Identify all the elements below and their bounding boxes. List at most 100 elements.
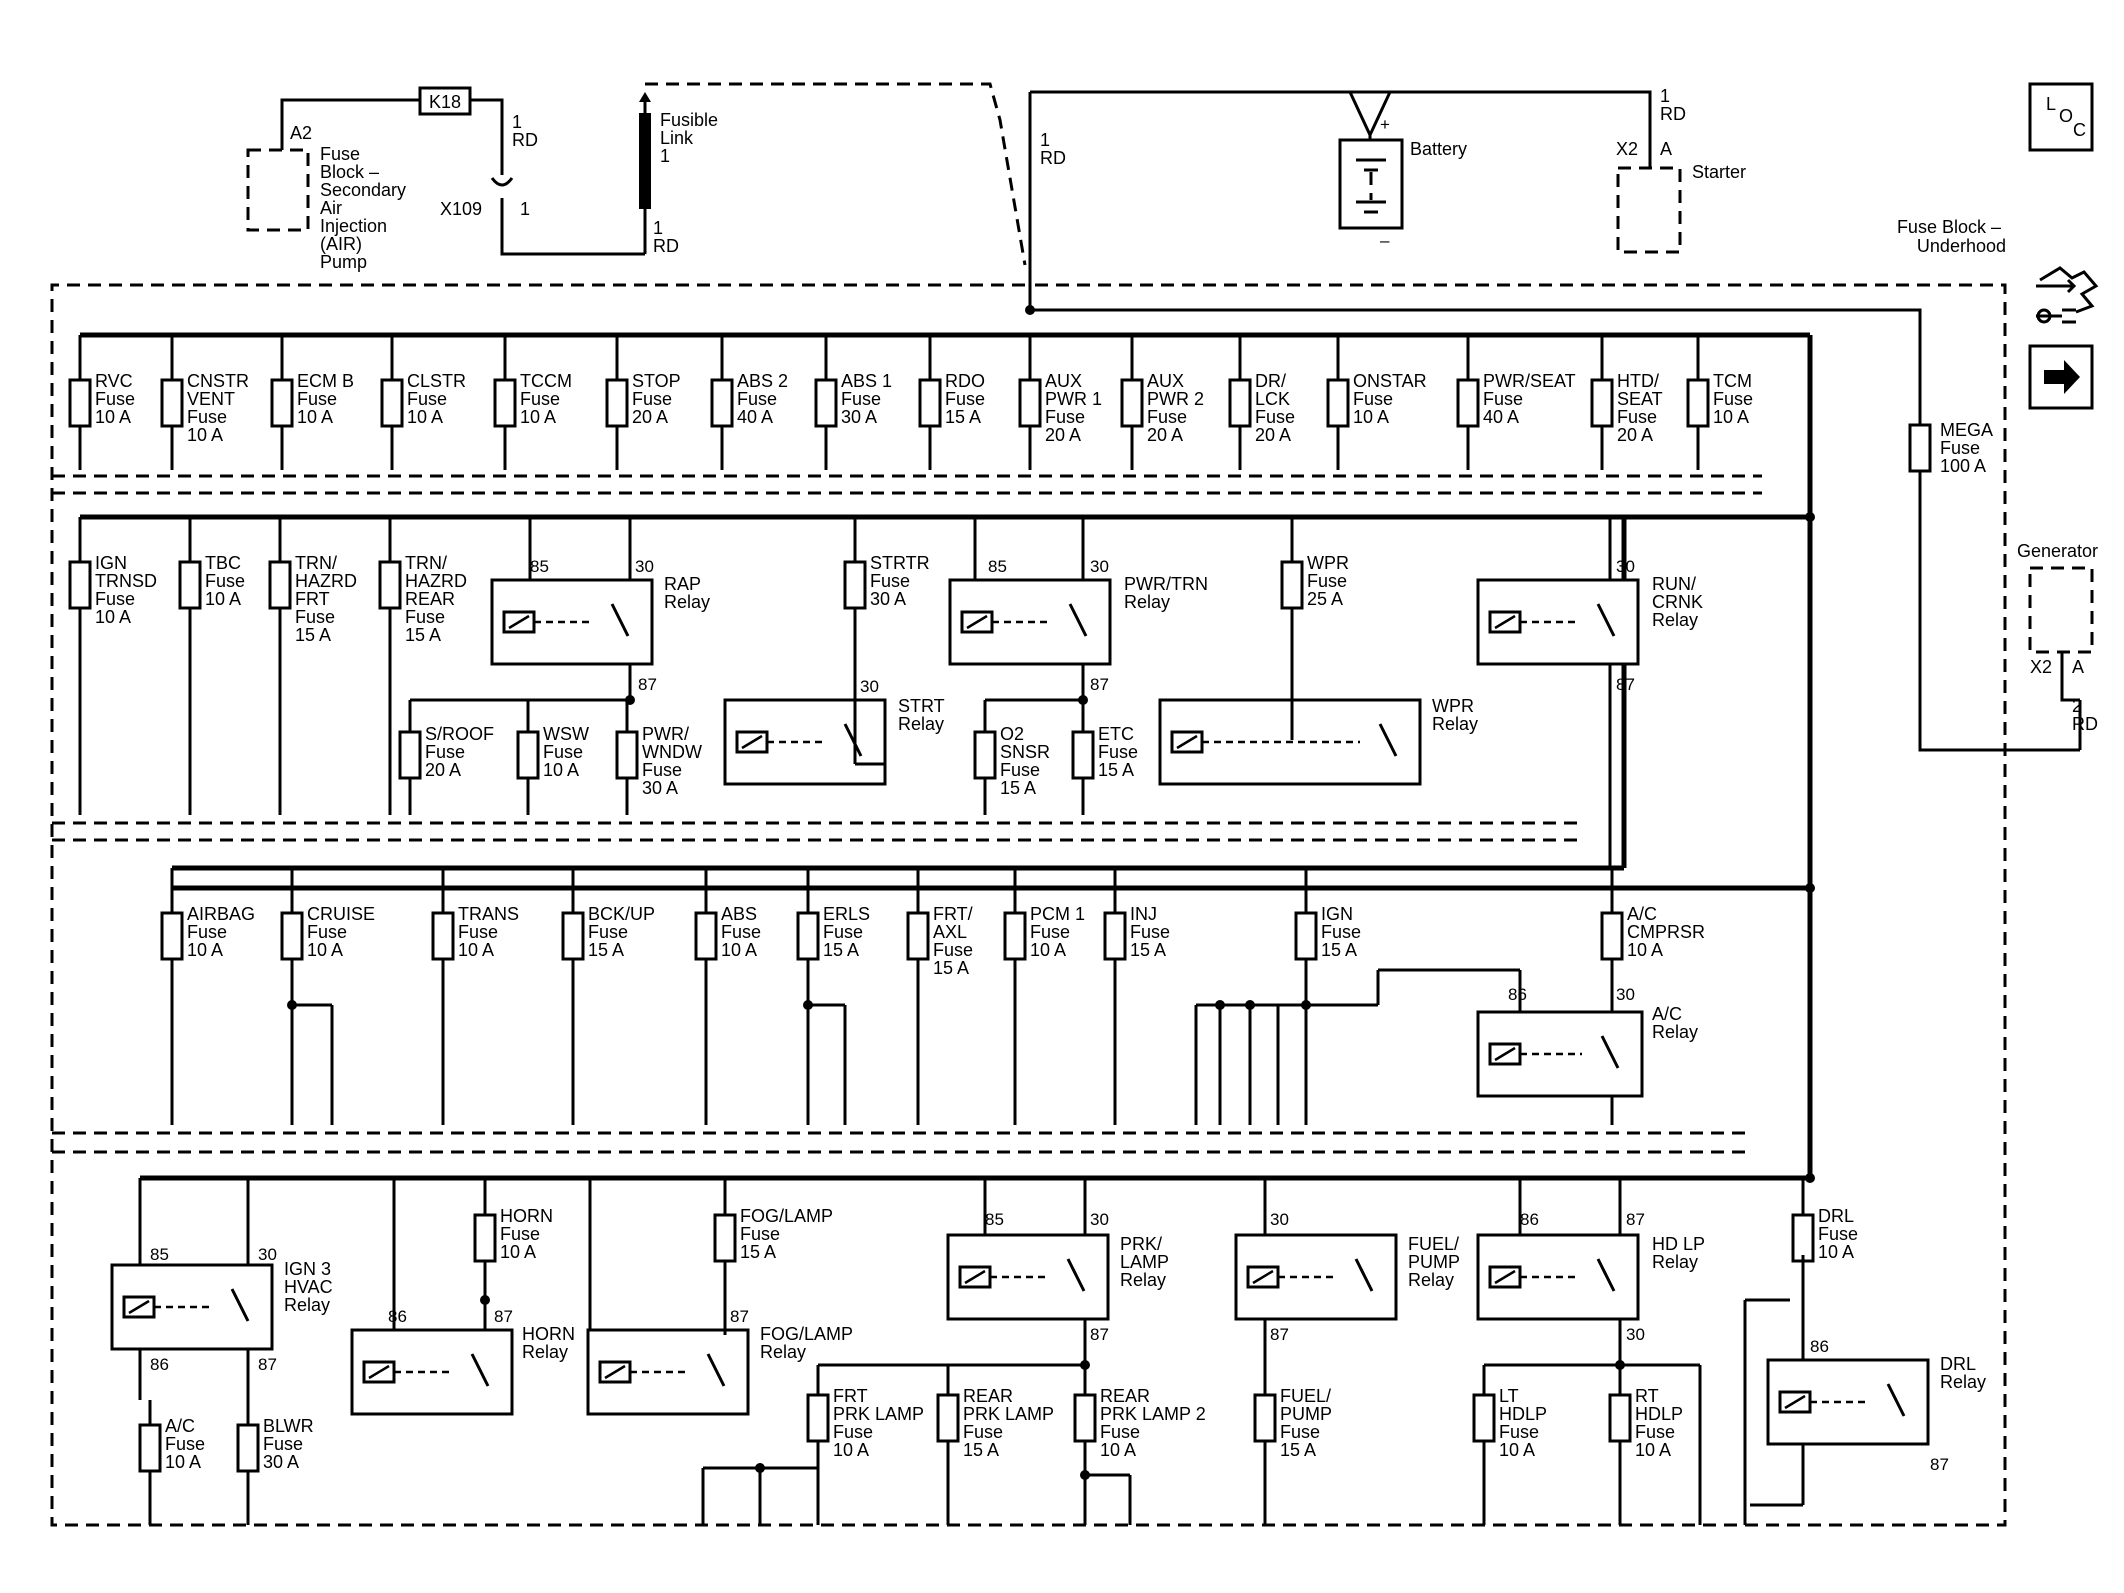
generator-pin-label: A <box>2072 657 2084 677</box>
main-feed-label: 1 RD <box>1040 130 1066 168</box>
pin-label: 86 <box>1810 1337 1829 1356</box>
pin-label: 86 <box>1520 1210 1539 1229</box>
fuse-symbol <box>1280 560 1304 610</box>
generator-label: Generator <box>2017 541 2098 561</box>
fuse-symbol <box>270 378 294 428</box>
pin-label: 87 <box>1616 675 1635 694</box>
secondary-air-block-label: Fuse Block – Secondary Air Injection (AI… <box>320 144 411 272</box>
a2-label: A2 <box>290 123 312 143</box>
fuse-symbol <box>1600 911 1624 961</box>
starter-wire-label: 1 RD <box>1660 86 1686 124</box>
fuse-symbol <box>1103 911 1127 961</box>
fuse-symbol <box>710 378 734 428</box>
fuse-symbol <box>1073 1393 1097 1443</box>
fuse-symbol <box>493 378 517 428</box>
fuse-symbol <box>918 378 942 428</box>
right-arrow-icon[interactable] <box>2028 344 2094 410</box>
fusible-link-dashed-route <box>645 82 1027 266</box>
fuse-symbol <box>1472 1393 1496 1443</box>
pin-label: 85 <box>530 557 549 576</box>
fuse-symbol <box>1003 911 1027 961</box>
fuse-symbol <box>268 560 292 610</box>
loc-icon[interactable]: L O C <box>2028 82 2094 152</box>
fuse-symbol <box>160 911 184 961</box>
pin-label: 87 <box>1090 675 1109 694</box>
harness-icon[interactable] <box>2036 266 2099 324</box>
fuse-symbol <box>68 560 92 610</box>
k18-wire-label: 1 RD <box>512 112 538 150</box>
pin-label: 30 <box>1090 557 1109 576</box>
fusible-link-label: Fusible Link 1 <box>660 110 723 166</box>
generator-wire-label: 2 RD <box>2072 696 2098 734</box>
fuse-symbol <box>1608 1393 1632 1443</box>
fusible-link: Fusible Link 1 1 RD <box>639 82 1027 266</box>
generator-outline <box>2028 566 2094 654</box>
pin-label: 87 <box>1090 1325 1109 1344</box>
fuse-symbol <box>1456 378 1480 428</box>
fuse-symbol <box>178 560 202 610</box>
fuse-symbol <box>516 730 540 780</box>
fuse-symbol <box>138 1423 162 1473</box>
fuse-symbol <box>1791 1213 1815 1263</box>
starter-connector-label: X2 <box>1616 139 1638 159</box>
power-buses <box>80 305 1815 1183</box>
pin-label: 87 <box>1930 1455 1949 1474</box>
fuse-symbol <box>236 1423 260 1473</box>
battery-label: Battery <box>1410 139 1467 159</box>
secondary-air-pump-feed: K18 A2 Fuse Block – Secondary Air Inject… <box>246 86 645 272</box>
fuse-symbol <box>380 378 404 428</box>
svg-text:L: L <box>2046 94 2056 114</box>
